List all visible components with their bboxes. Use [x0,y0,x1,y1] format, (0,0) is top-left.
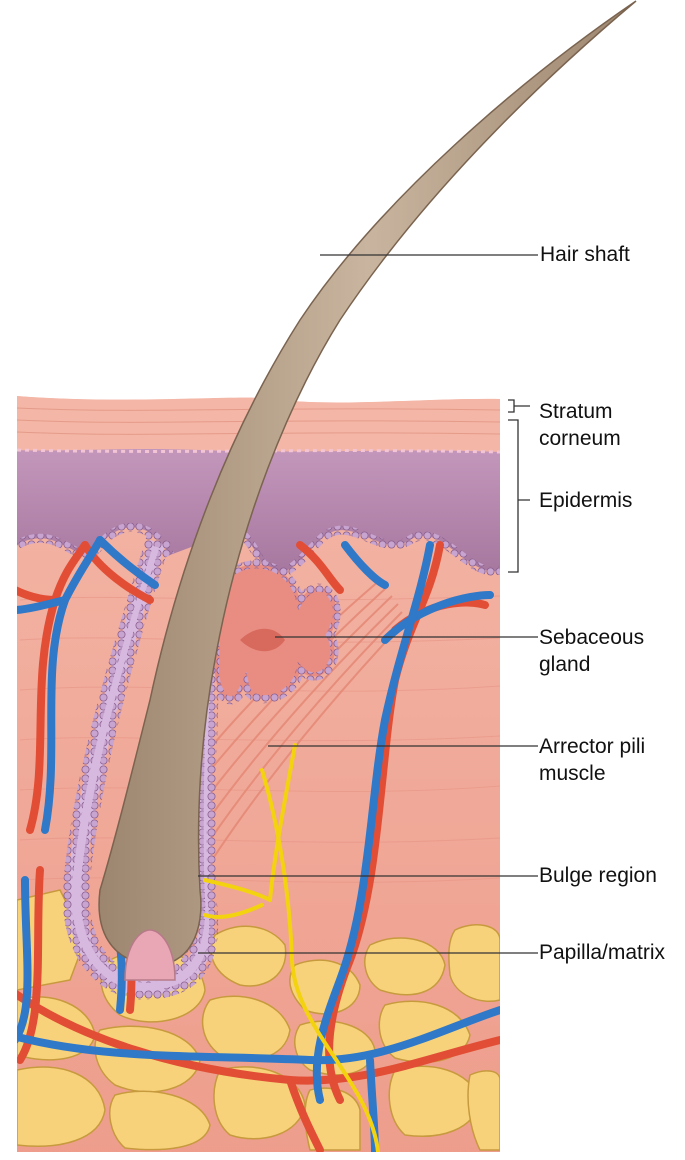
nerve [203,743,380,1152]
label-arrector-line2: muscle [539,762,606,785]
label-bulge-region: Bulge region [539,864,657,887]
label-stratum-corneum: Stratum corneum [539,398,621,452]
label-stratum-corneum-line1: Stratum [539,400,613,423]
dermal-papilla [124,929,176,981]
label-epidermis: Epidermis [539,489,633,512]
label-sebaceous-gland: Sebaceous gland [539,624,644,678]
sebaceous-gland-lumen [240,628,285,652]
label-arrector-line1: Arrector pili [539,735,646,758]
label-papilla-matrix: Papilla/matrix [539,941,666,964]
leader-lines [198,254,538,954]
bracket-epidermis [508,419,530,573]
label-stratum-corneum-line2: corneum [539,427,621,450]
skin-block [17,396,500,1152]
bracket-stratum-corneum [508,399,530,413]
label-sebaceous-line2: gland [539,653,591,676]
label-sebaceous-line1: Sebaceous [539,626,645,649]
corneum-lines [17,407,500,435]
label-arrector-pili: Arrector pili muscle [539,733,645,787]
veins [17,536,500,1152]
label-hair-shaft: Hair shaft [540,243,630,266]
